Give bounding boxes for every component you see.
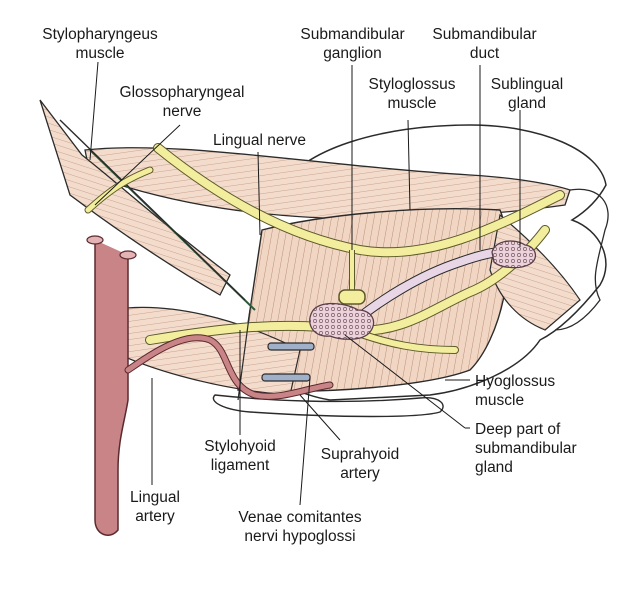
label-sublingual-gland: Sublingual gland <box>482 75 572 113</box>
label-line: muscle <box>475 392 525 409</box>
label-line: nervi hypoglossi <box>244 528 356 545</box>
label-line: Stylohyoid <box>204 438 276 455</box>
label-line: ligament <box>210 457 270 474</box>
styloglossus-muscle <box>84 147 571 220</box>
artery-end-left <box>86 235 104 245</box>
label-line: ganglion <box>323 45 382 62</box>
label-line: Venae comitantes <box>238 509 362 526</box>
label-styloglossus: Styloglossus muscle <box>362 75 462 113</box>
label-line: gland <box>508 95 546 112</box>
label-line: Deep part of <box>475 421 561 438</box>
label-stylohyoid-ligament: Stylohyoid ligament <box>190 437 290 475</box>
deep-submandibular-gland <box>309 302 375 340</box>
lower-muscle <box>109 306 301 396</box>
label-stylopharyngeus: Stylopharyngeus muscle <box>35 25 165 63</box>
submandibular-ganglion <box>338 289 366 305</box>
label-hyoglossus: Hyoglossus muscle <box>475 372 575 410</box>
leader-lines <box>89 61 521 506</box>
label-line: muscle <box>75 45 125 62</box>
label-line: Glossopharyngeal <box>119 84 245 101</box>
label-line: gland <box>475 459 513 476</box>
label-line: artery <box>135 508 175 525</box>
label-line: Hyoglossus <box>475 373 556 390</box>
label-lingual-nerve: Lingual nerve <box>207 131 312 150</box>
label-line: Suprahyoid <box>320 446 400 463</box>
label-line: Lingual nerve <box>212 132 307 149</box>
label-line: duct <box>469 45 500 62</box>
label-line: Styloglossus <box>368 76 456 93</box>
label-suprahyoid-artery: Suprahyoid artery <box>305 445 415 483</box>
label-line: Lingual <box>130 489 180 506</box>
label-glossopharyngeal: Glossopharyngeal nerve <box>112 83 252 121</box>
label-line: muscle <box>387 95 437 112</box>
label-line: Submandibular <box>432 26 537 43</box>
label-line: Submandibular <box>300 26 405 43</box>
label-lingual-artery: Lingual artery <box>115 488 195 526</box>
hyoid-bone <box>212 394 444 418</box>
label-line: submandibular <box>475 440 577 457</box>
vena-comitans-upper <box>267 342 315 351</box>
label-deep-part: Deep part of submandibular gland <box>475 420 600 477</box>
vena-comitans-lower <box>261 373 311 382</box>
label-line: artery <box>340 465 380 482</box>
label-venae-comitantes: Venae comitantes nervi hypoglossi <box>225 508 375 546</box>
artery-end-right <box>119 250 137 260</box>
sublingual-gland <box>491 240 537 269</box>
mandible-edge <box>554 188 609 331</box>
stylopharyngeus-muscle <box>39 99 231 296</box>
label-line: nerve <box>162 103 202 120</box>
label-submandibular-ganglion: Submandibular ganglion <box>290 25 415 63</box>
label-line: Sublingual <box>490 76 564 93</box>
label-line: Stylopharyngeus <box>42 26 158 43</box>
lingual-artery <box>94 240 129 536</box>
label-submandibular-duct: Submandibular duct <box>422 25 547 63</box>
